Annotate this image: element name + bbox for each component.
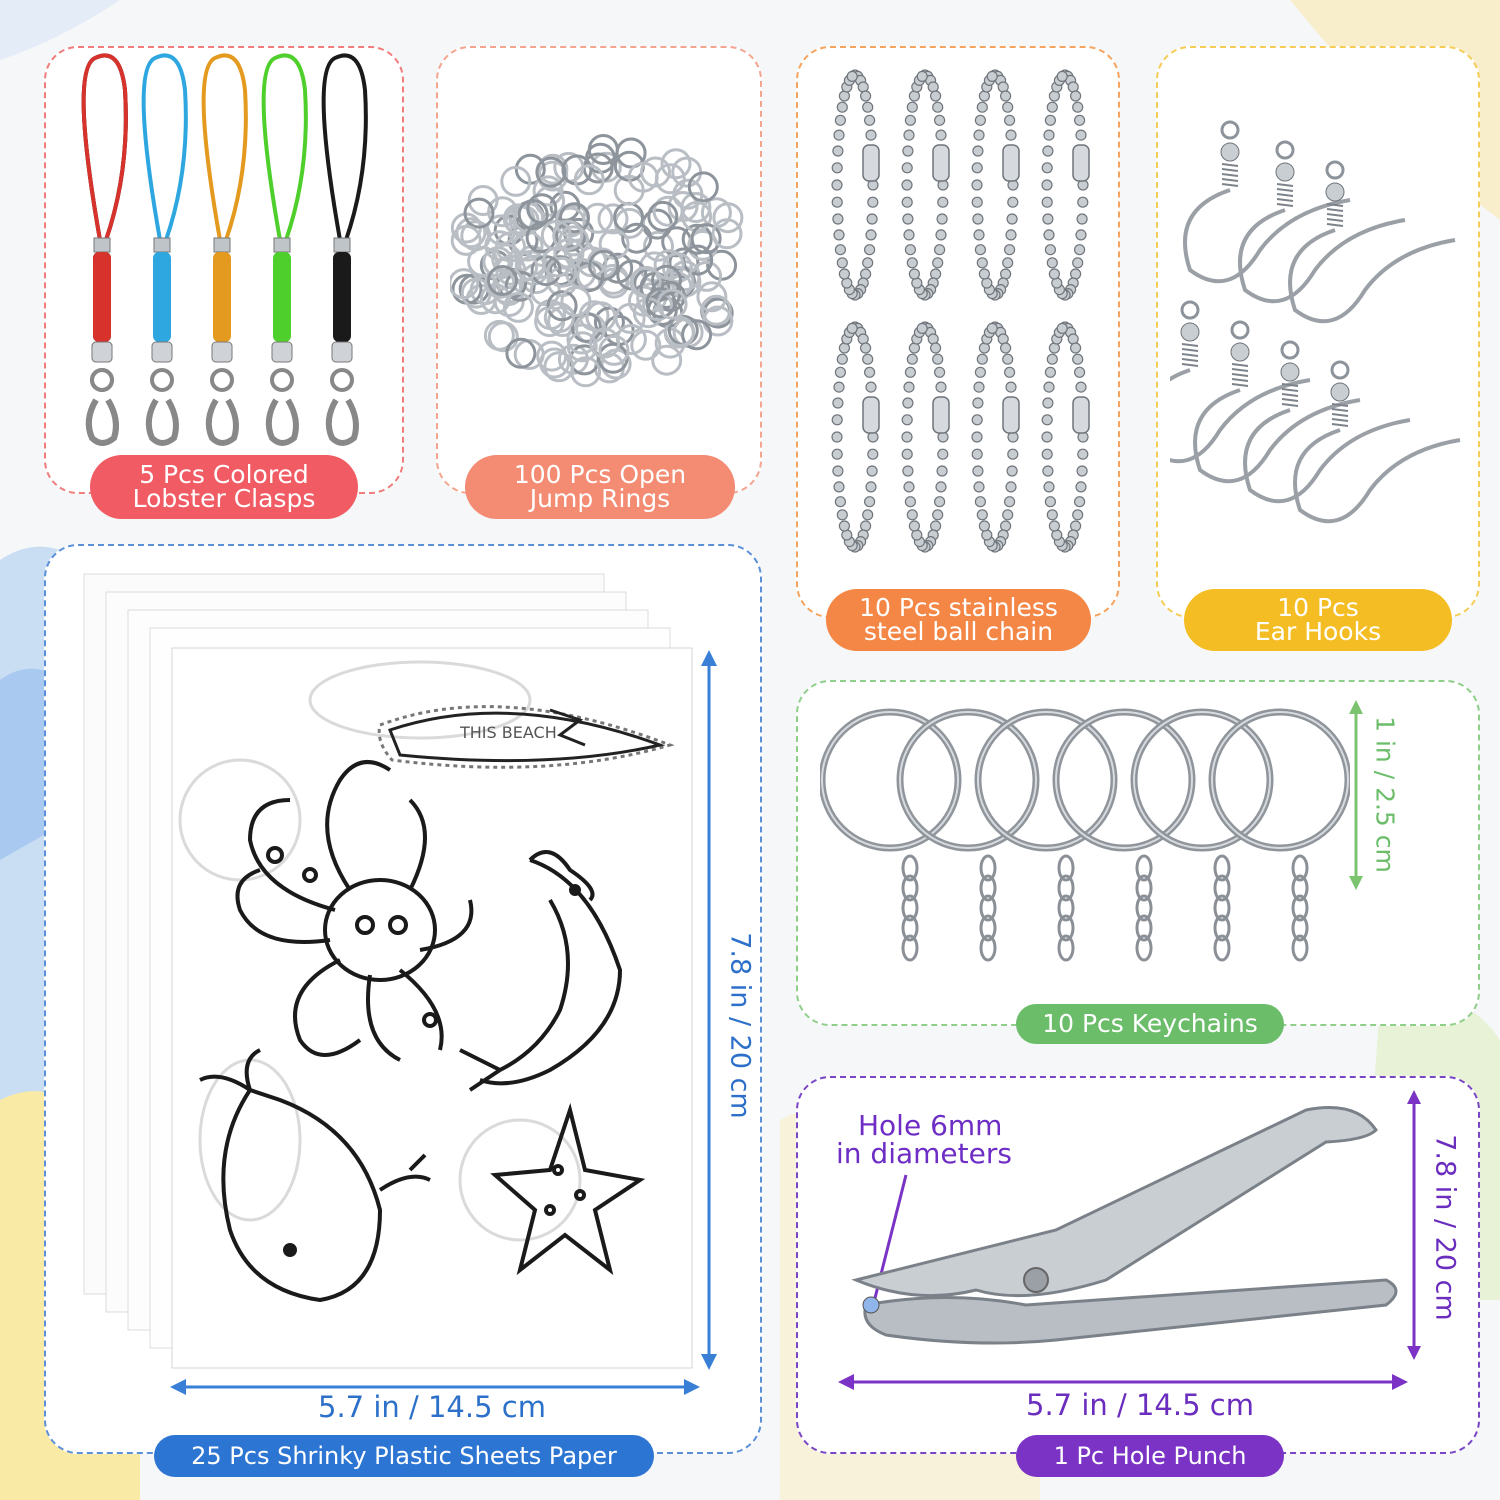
keychain-size-dimension-line	[1349, 700, 1363, 890]
surfboard-text: THIS BEACH	[459, 723, 557, 742]
punch-height-dimension-line	[1407, 1090, 1421, 1360]
keychain-size-text: 1 in / 2.5 cm	[1370, 716, 1400, 873]
lobster-clasp-colored-set	[70, 50, 380, 450]
jump-ring-icon	[450, 134, 744, 388]
keychain-icon	[820, 708, 1350, 962]
sheet-height-dimension-line	[701, 650, 717, 1370]
ball-chain-icon	[831, 69, 1090, 553]
punch-height-text: 7.8 in / 20 cm	[1429, 1134, 1461, 1321]
ear-hooks-panel	[1156, 46, 1480, 618]
punch-width-dimension-line	[838, 1374, 1408, 1390]
keychains-label: 10 Pcs Keychains	[1016, 1004, 1284, 1044]
ear-hook-icon	[1170, 120, 1461, 524]
hole-size-note: Hole 6mm in diameters	[836, 1109, 1012, 1170]
shrink-sheets-label: 25 Pcs Shrinky Plastic Sheets Paper	[154, 1435, 654, 1477]
hole-punch-icon	[851, 1106, 1398, 1345]
hole-punch-label: 1 Pc Hole Punch	[1016, 1435, 1284, 1477]
sheet-width-dimension-line	[170, 1379, 700, 1395]
punch-width-text: 5.7 in / 14.5 cm	[1026, 1388, 1254, 1422]
keychains-panel	[796, 680, 1480, 1026]
sheet-height-text: 7.8 in / 20 cm	[724, 932, 756, 1119]
shrink-sheet-icon: THIS BEACH	[83, 573, 693, 1369]
sheet-width-text: 5.7 in / 14.5 cm	[318, 1390, 546, 1424]
